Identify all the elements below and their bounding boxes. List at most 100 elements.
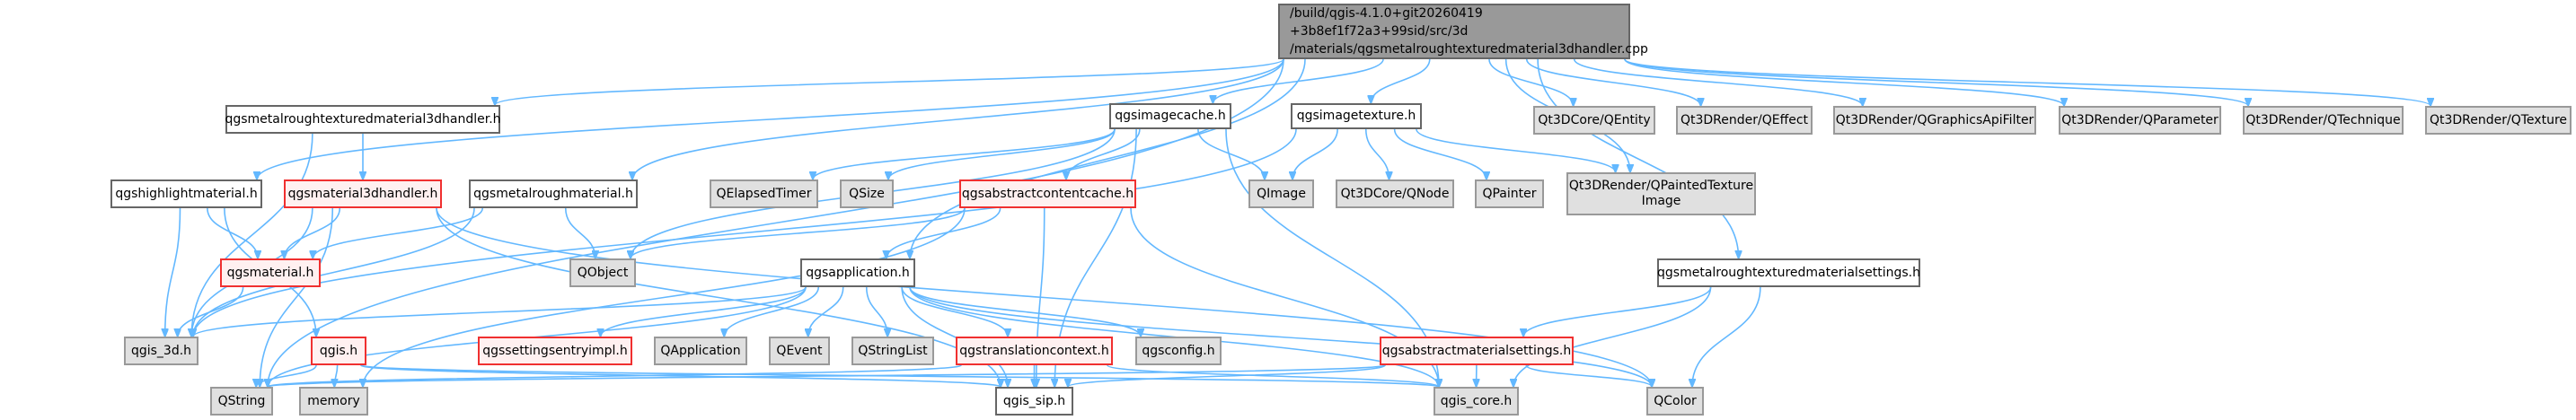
- include-edge-abscache-to-qobject: [631, 207, 966, 258]
- include-edge-application-to-qgissip: [901, 286, 1008, 387]
- node-label: QPainter: [1482, 186, 1537, 201]
- root-file-node[interactable]: /build/qgis-4.1.0+git20260419 +3b8ef1f72…: [1278, 4, 1648, 59]
- node-label: QSize: [849, 186, 885, 201]
- include-node-qelapsed[interactable]: QElapsedTimer: [710, 179, 818, 208]
- include-edge-imagecache-to-qsize: [888, 128, 1116, 179]
- include-node-memory[interactable]: memory: [299, 387, 368, 416]
- include-node-application[interactable]: qgsapplication.h: [800, 258, 915, 287]
- include-node-qgfxapi[interactable]: Qt3DRender/QGraphicsApiFilter: [1833, 106, 2036, 135]
- include-edge-application-to-qstringlist: [865, 286, 887, 337]
- include-edge-abscache-to-application: [887, 207, 1001, 258]
- include-edge-highlight-to-material: [207, 207, 258, 258]
- node-label: qgsabstractmaterialsettings.h: [1381, 343, 1572, 358]
- include-edge-root-to-application: [910, 58, 1306, 258]
- include-node-qgsconfig[interactable]: qgsconfig.h: [1135, 337, 1222, 365]
- include-node-settingsimpl[interactable]: qgssettingsentryimpl.h: [478, 337, 632, 365]
- include-edge-translation-to-qstring: [268, 364, 962, 387]
- include-edge-absmatsettings-to-qgissip: [1068, 364, 1386, 387]
- include-node-imagetexture[interactable]: qgsimagetexture.h: [1291, 103, 1422, 129]
- node-label: QColor: [1654, 393, 1697, 408]
- include-edge-root-to-mrtm3dh: [495, 58, 1284, 105]
- include-edge-absmatsettings-to-qcolor: [1525, 364, 1652, 387]
- include-node-qsize[interactable]: QSize: [840, 179, 894, 208]
- include-node-qparam[interactable]: Qt3DRender/QParameter: [2059, 106, 2221, 135]
- include-node-qtexture[interactable]: Qt3DRender/QTexture: [2425, 106, 2572, 135]
- include-node-mrtmsettings[interactable]: qgsmetalroughtexturedmaterialsettings.h: [1657, 258, 1920, 287]
- include-node-mrtm3dh[interactable]: qgsmetalroughtexturedmaterial3dhandler.h: [225, 105, 501, 134]
- include-node-qstringlist[interactable]: QStringList: [851, 337, 934, 365]
- include-node-qentity[interactable]: Qt3DCore/QEntity: [1533, 106, 1655, 135]
- include-node-mat3dh[interactable]: qgsmaterial3dhandler.h: [284, 179, 442, 208]
- include-node-qobject[interactable]: QObject: [569, 258, 636, 287]
- node-label: Qt3DRender/QPaintedTexture Image: [1568, 179, 1754, 208]
- include-node-translation[interactable]: qgstranslationcontext.h: [956, 337, 1113, 365]
- include-edge-root-to-mrtmsettings: [1537, 58, 1739, 258]
- node-label: qgsimagetexture.h: [1296, 109, 1416, 123]
- node-label: qgsmetalroughtexturedmaterial3dhandler.h: [225, 111, 501, 127]
- node-label: qgsapplication.h: [806, 265, 910, 280]
- include-edge-imagetexture-to-qgis3d: [193, 128, 1297, 337]
- node-label: memory: [307, 393, 360, 408]
- node-label: QStringList: [858, 343, 928, 358]
- include-node-qimage[interactable]: QImage: [1248, 179, 1314, 208]
- include-edge-metalrough-to-qobject: [564, 207, 595, 258]
- include-edge-highlight-to-qgis3d: [165, 207, 181, 337]
- include-node-material[interactable]: qgsmaterial.h: [220, 258, 321, 287]
- include-node-qnode[interactable]: Qt3DCore/QNode: [1336, 179, 1454, 208]
- include-edge-mrtmsettings-to-absmatsettings: [1523, 286, 1712, 337]
- include-node-qpainter[interactable]: QPainter: [1475, 179, 1544, 208]
- include-edge-qgis-to-qgiscore: [360, 364, 1439, 387]
- include-node-qgis3d[interactable]: qgis_3d.h: [124, 337, 198, 365]
- include-node-imagecache[interactable]: qgsimagecache.h: [1109, 103, 1231, 129]
- include-edge-metalrough-to-material: [313, 207, 484, 258]
- node-label: /build/qgis-4.1.0+git20260419 +3b8ef1f72…: [1290, 6, 1648, 57]
- include-node-absmatsettings[interactable]: qgsabstractmaterialsettings.h: [1380, 337, 1574, 365]
- include-node-qgiscore[interactable]: qgis_core.h: [1434, 387, 1519, 416]
- node-label: Qt3DRender/QTechnique: [2245, 112, 2401, 127]
- node-label: qgshighlightmaterial.h: [115, 186, 258, 201]
- include-edge-application-to-qgis3d: [193, 286, 807, 337]
- include-edge-application-to-settingsimpl: [601, 286, 807, 337]
- node-label: qgsconfig.h: [1142, 343, 1215, 358]
- node-label: Qt3DCore/QEntity: [1538, 112, 1651, 127]
- include-node-qeffect[interactable]: Qt3DRender/QEffect: [1676, 106, 1813, 135]
- include-edge-root-to-qparam: [1624, 58, 2064, 106]
- include-edge-imagetexture-to-qnode: [1364, 128, 1389, 179]
- include-node-qgis[interactable]: qgis.h: [311, 337, 366, 365]
- include-node-qgissip[interactable]: qgis_sip.h: [995, 387, 1073, 416]
- include-node-highlight[interactable]: qgshighlightmaterial.h: [110, 179, 262, 208]
- include-edge-mat3dh-to-qstring: [260, 207, 334, 387]
- node-label: QObject: [577, 265, 629, 280]
- node-label: QString: [217, 393, 266, 408]
- include-edge-application-to-qcolor: [909, 286, 1652, 387]
- include-node-qpainted[interactable]: Qt3DRender/QPaintedTexture Image: [1566, 172, 1756, 215]
- include-edge-application-to-qgsconfig: [909, 286, 1141, 337]
- include-edge-mrtm3dh-to-qgis3d: [191, 133, 313, 337]
- node-label: qgsmetalroughtexturedmaterialsettings.h: [1657, 265, 1920, 280]
- node-label: Qt3DRender/QParameter: [2061, 112, 2219, 127]
- node-label: QImage: [1257, 186, 1306, 201]
- include-node-metalrough[interactable]: qgsmetalroughmaterial.h: [469, 179, 638, 208]
- node-label: qgsmetalroughmaterial.h: [473, 186, 633, 201]
- include-edge-root-to-imagetexture: [1371, 58, 1431, 103]
- include-edge-abscache-to-memory: [363, 207, 966, 387]
- node-label: Qt3DRender/QGraphicsApiFilter: [1835, 112, 2034, 127]
- include-edge-mat3dh-to-qcolor: [436, 207, 1652, 387]
- include-node-qcolor[interactable]: QColor: [1646, 387, 1704, 416]
- include-edge-imagetexture-to-qimage: [1292, 128, 1338, 179]
- include-node-qtech[interactable]: Qt3DRender/QTechnique: [2243, 106, 2404, 135]
- include-node-abscache[interactable]: qgsabstractcontentcache.h: [959, 179, 1136, 208]
- include-node-qstring[interactable]: QString: [210, 387, 273, 416]
- node-label: qgssettingsentryimpl.h: [482, 343, 628, 358]
- include-node-qevent[interactable]: QEvent: [769, 337, 830, 365]
- include-edge-imagecache-to-qelapsed: [813, 128, 1116, 179]
- include-edge-material-to-qgis3d: [178, 286, 244, 337]
- include-node-qapplication[interactable]: QApplication: [654, 337, 747, 365]
- include-edge-application-to-translation: [901, 286, 1008, 337]
- node-label: qgis.h: [319, 343, 358, 358]
- include-edge-imagetexture-to-qpainted: [1416, 128, 1616, 172]
- node-label: Qt3DCore/QNode: [1340, 186, 1450, 201]
- node-label: qgis_core.h: [1440, 393, 1513, 408]
- include-edge-qgis-to-qgissip: [360, 364, 1001, 387]
